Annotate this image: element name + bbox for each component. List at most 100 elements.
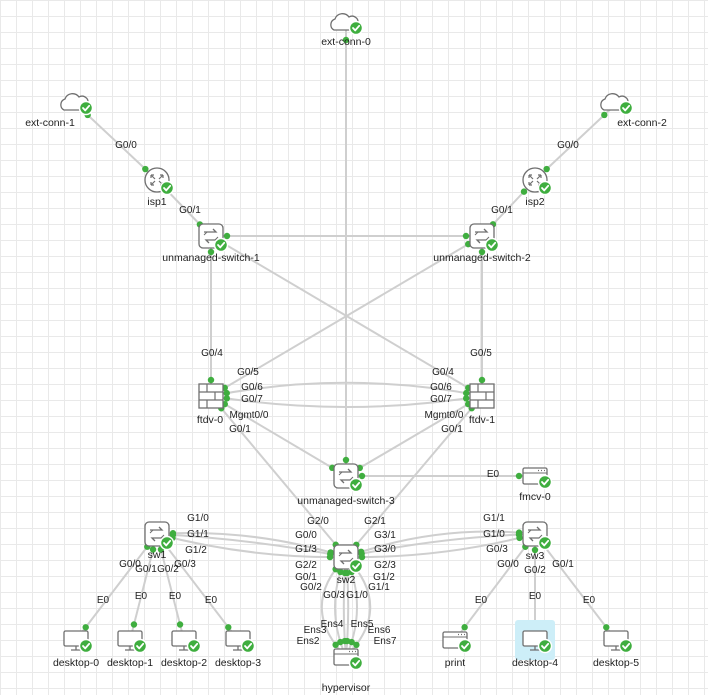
port-dot[interactable]	[543, 165, 550, 173]
port-dot[interactable]	[531, 546, 539, 554]
link-line[interactable]	[210, 395, 347, 558]
link-line[interactable]	[345, 533, 536, 559]
link-ftdv-0-unmanaged-switch-3[interactable]	[210, 395, 347, 477]
switch-icon	[333, 544, 364, 574]
link-ftdv-1-unmanaged-switch-3[interactable]	[345, 395, 483, 477]
server-icon	[522, 467, 553, 490]
link-line[interactable]	[75, 533, 158, 641]
port-dot[interactable]	[223, 389, 230, 397]
port-label: G0/1	[179, 205, 201, 216]
port-dot[interactable]	[478, 248, 486, 256]
link-ext-conn-2-isp2[interactable]	[534, 103, 617, 181]
port-label: G0/1	[135, 564, 157, 575]
port-dot[interactable]	[462, 232, 470, 240]
link-unmanaged-switch-3-fmcv-0[interactable]	[346, 472, 535, 480]
node-isp1[interactable]: isp1	[144, 167, 175, 208]
desktop-icon	[171, 630, 202, 654]
link-sw1-sw2[interactable]	[156, 533, 347, 561]
node-ext-conn-1[interactable]: ext-conn-1	[25, 93, 94, 129]
port-dot[interactable]	[358, 472, 366, 480]
port-dot[interactable]	[223, 395, 231, 402]
node-sw2[interactable]: sw2	[333, 544, 364, 586]
nodes-layer: ext-conn-0 ext-conn-1 ext-conn-2 isp1 isp2 un…	[25, 13, 667, 694]
link-line[interactable]	[156, 532, 347, 558]
node-fmcv-0[interactable]: fmcv-0	[519, 467, 553, 503]
link-line[interactable]	[345, 395, 483, 477]
link-line[interactable]	[156, 533, 239, 641]
port-label: G0/4	[432, 367, 454, 378]
port-dot[interactable]	[332, 641, 339, 649]
node-desktop-3[interactable]: desktop-3	[215, 630, 261, 669]
port-label: G0/1	[491, 205, 513, 216]
link-line[interactable]	[210, 395, 347, 477]
port-dot[interactable]	[342, 36, 350, 44]
port-dot[interactable]	[130, 621, 138, 628]
node-label: ext-conn-2	[617, 117, 667, 129]
node-isp2[interactable]: isp2	[522, 167, 553, 208]
link-line[interactable]	[156, 533, 347, 558]
node-unmanaged-switch-3[interactable]: unmanaged-switch-3	[297, 463, 395, 507]
link-line[interactable]	[345, 530, 536, 558]
port-dot[interactable]	[603, 624, 610, 631]
node-desktop-0[interactable]: desktop-0	[53, 630, 99, 669]
port-dot[interactable]	[463, 389, 470, 397]
port-dot[interactable]	[342, 456, 350, 464]
port-label: Ens3	[304, 625, 327, 636]
port-dot[interactable]	[516, 534, 523, 542]
link-line[interactable]	[345, 533, 536, 558]
link-line[interactable]	[534, 533, 617, 641]
link-ext-conn-0-unmanaged-switch-3[interactable]	[342, 24, 350, 476]
link-line[interactable]	[210, 395, 483, 408]
port-dot[interactable]	[353, 641, 360, 649]
link-unmanaged-switch-2-ftdv-1[interactable]	[478, 236, 486, 396]
node-ext-conn-0[interactable]: ext-conn-0	[321, 13, 371, 48]
node-desktop-5[interactable]: desktop-5	[593, 630, 639, 669]
node-sw1[interactable]: sw1	[144, 521, 175, 561]
node-unmanaged-switch-1[interactable]: unmanaged-switch-1	[162, 223, 260, 264]
port-dot[interactable]	[225, 624, 232, 631]
node-hypervisor[interactable]: hypervisor	[322, 648, 371, 694]
link-line[interactable]	[210, 381, 483, 397]
link-line[interactable]	[156, 533, 347, 559]
node-desktop-1[interactable]: desktop-1	[107, 630, 153, 669]
port-dot[interactable]	[149, 546, 157, 553]
link-ftdv-0-ftdv-1[interactable]	[210, 395, 483, 408]
port-dot[interactable]	[207, 248, 215, 256]
node-label: desktop-3	[215, 657, 261, 669]
link-sw3-sw2[interactable]	[345, 533, 536, 561]
link-sw1-desktop-0[interactable]	[75, 533, 158, 641]
node-unmanaged-switch-2[interactable]: unmanaged-switch-2	[433, 223, 531, 264]
port-dot[interactable]	[176, 621, 184, 628]
port-dot[interactable]	[348, 638, 355, 646]
link-ftdv-0-ftdv-1[interactable]	[210, 381, 483, 397]
link-unmanaged-switch-1-unmanaged-switch-2[interactable]	[211, 232, 482, 240]
port-dot[interactable]	[207, 376, 215, 384]
port-dot[interactable]	[462, 395, 470, 402]
port-dot[interactable]	[326, 553, 334, 561]
node-sw3[interactable]: sw3	[522, 521, 553, 562]
port-dot[interactable]	[601, 111, 608, 119]
port-dot[interactable]	[358, 553, 366, 561]
port-dot[interactable]	[520, 188, 528, 195]
port-dot[interactable]	[142, 165, 149, 173]
node-print[interactable]: print	[442, 631, 473, 669]
port-label: G0/2	[300, 582, 322, 593]
link-unmanaged-switch-1-ftdv-0[interactable]	[207, 236, 215, 396]
link-line[interactable]	[210, 235, 483, 397]
port-label: E0	[97, 595, 110, 606]
port-dot[interactable]	[478, 376, 486, 384]
port-dot[interactable]	[461, 624, 468, 631]
node-desktop-2[interactable]: desktop-2	[161, 630, 207, 669]
port-label: Ens5	[351, 619, 374, 630]
node-desktop-4[interactable]: desktop-4	[512, 620, 558, 669]
port-dot[interactable]	[515, 472, 523, 480]
node-ftdv-1[interactable]: ftdv-1	[469, 383, 495, 426]
port-label: G0/3	[174, 559, 196, 570]
link-sw1-desktop-1[interactable]	[129, 533, 158, 641]
node-ftdv-0[interactable]: ftdv-0	[197, 383, 224, 426]
port-dot[interactable]	[223, 232, 231, 240]
link-line[interactable]	[454, 533, 536, 641]
node-ext-conn-2[interactable]: ext-conn-2	[600, 93, 667, 129]
port-dot[interactable]	[82, 624, 89, 631]
